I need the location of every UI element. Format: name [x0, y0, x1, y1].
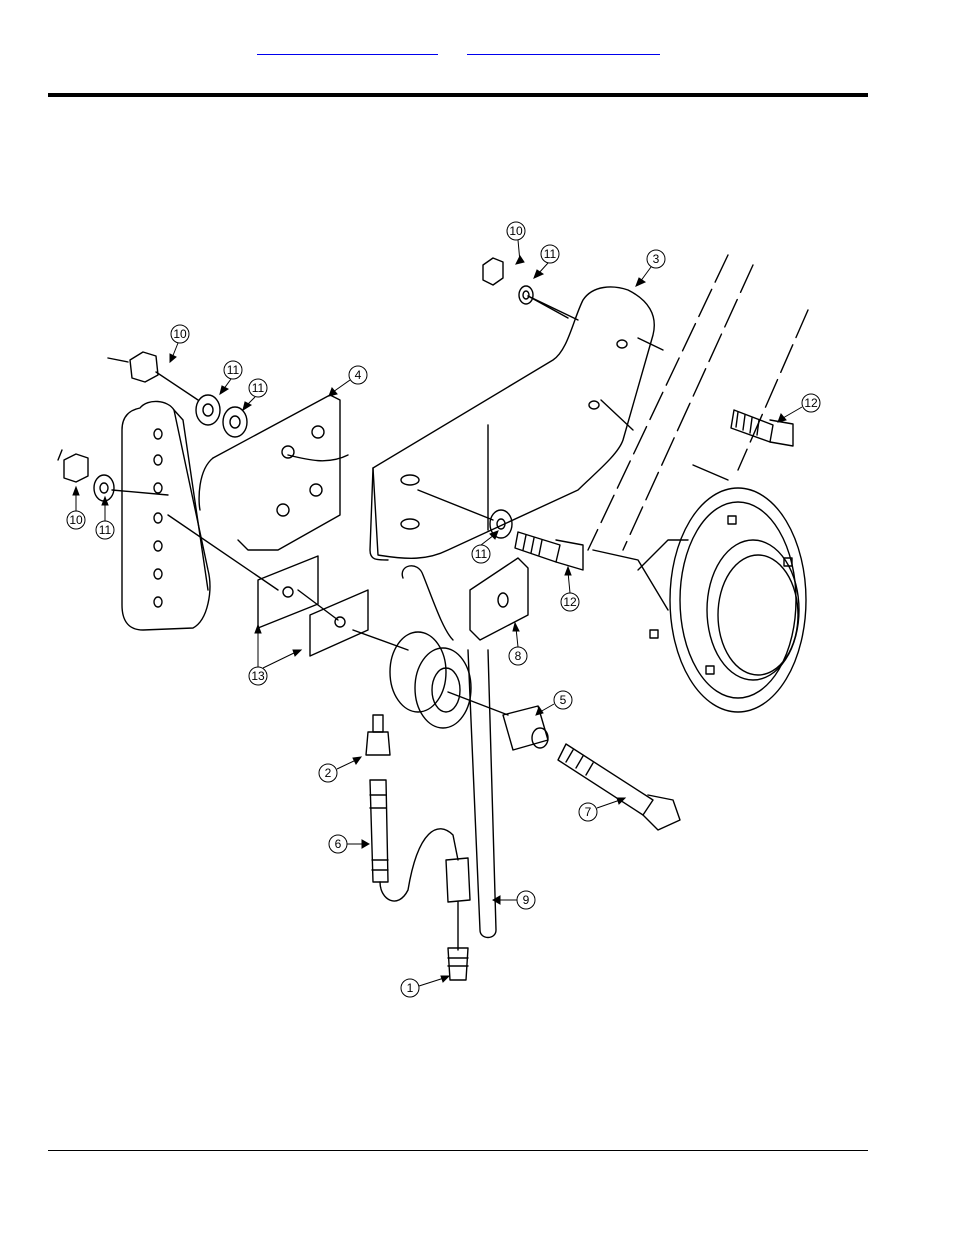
- callout-7: 7: [585, 805, 592, 819]
- header-rule: [48, 93, 868, 97]
- part-fitting-1: [448, 948, 468, 980]
- callout-11-mid-b: 11: [252, 381, 265, 395]
- parts-diagram: 10 11 3 10 11 11 4 12 10 11 11 12 8 13 5…: [48, 210, 838, 1010]
- callout-1: 1: [407, 981, 414, 995]
- part-bolt-7: [558, 744, 680, 830]
- callout-11-mid-a: 11: [227, 363, 240, 377]
- part-hub: [593, 488, 806, 712]
- part-hose: [380, 829, 470, 950]
- part-left-bracket: [122, 401, 210, 630]
- assembly-leader-lines: [168, 296, 728, 715]
- part-bracket-8: [470, 558, 528, 640]
- header-link-right[interactable]: [467, 36, 660, 55]
- callout-6: 6: [335, 837, 342, 851]
- part-nut-10-top: [483, 258, 578, 320]
- callout-10-top: 10: [509, 224, 523, 238]
- exploded-view-drawing: 10 11 3 10 11 11 4 12 10 11 11 12 8 13 5…: [48, 210, 838, 1010]
- callout-12-lower: 12: [563, 595, 577, 609]
- callout-11-left: 11: [99, 523, 112, 537]
- callout-10-mid: 10: [173, 327, 187, 341]
- callout-12-upper: 12: [804, 396, 818, 410]
- callout-13: 13: [251, 669, 265, 683]
- callout-11-center: 11: [475, 547, 488, 561]
- callout-11-top: 11: [544, 247, 557, 261]
- part-pads-13: [258, 556, 368, 656]
- callout-10-left: 10: [69, 513, 83, 527]
- part-main-arm-3: [370, 287, 654, 560]
- part-fitting-2: [366, 715, 390, 755]
- part-plate-4: [199, 395, 340, 550]
- part-spring-9: [390, 566, 496, 938]
- footer-rule: [48, 1150, 868, 1151]
- header-link-left[interactable]: [257, 36, 438, 55]
- callout-4: 4: [355, 368, 362, 382]
- callout-5: 5: [560, 693, 567, 707]
- callout-9: 9: [523, 893, 530, 907]
- callout-8: 8: [515, 649, 522, 663]
- part-tube-6: [370, 780, 388, 882]
- callout-2: 2: [325, 766, 332, 780]
- callout-3: 3: [653, 252, 660, 266]
